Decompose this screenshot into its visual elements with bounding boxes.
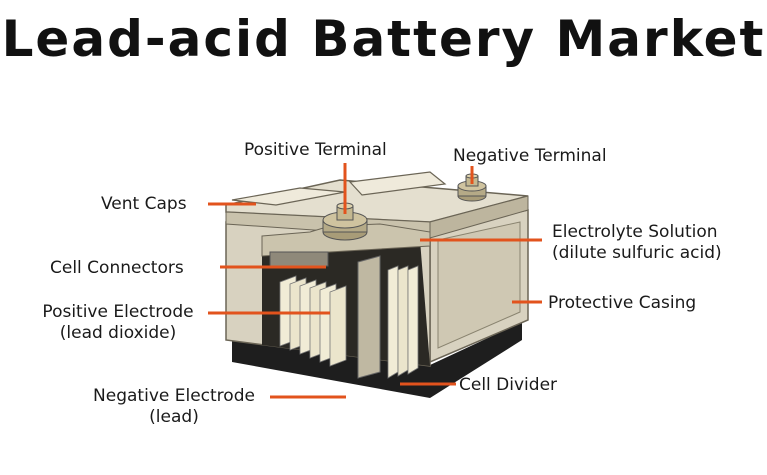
label-negative-terminal: Negative Terminal xyxy=(453,146,607,166)
label-vent-caps: Vent Caps xyxy=(101,194,187,214)
label-protective-casing: Protective Casing xyxy=(548,293,697,313)
label-electrolyte-solution: Electrolyte Solution (dilute sulfuric ac… xyxy=(552,222,722,264)
label-electrolyte-line2: (dilute sulfuric acid) xyxy=(552,243,722,263)
page-title: Lead-acid Battery Market xyxy=(1,10,766,68)
label-negative-electrode: Negative Electrode (lead) xyxy=(84,386,264,428)
label-positive-terminal: Positive Terminal xyxy=(244,140,387,160)
label-positive-electrode: Positive Electrode (lead dioxide) xyxy=(28,302,208,344)
electrode-plates-right xyxy=(387,265,419,379)
casing-right-panel xyxy=(437,221,521,349)
positive-terminal-post xyxy=(322,202,368,241)
cell-connector-bar xyxy=(269,251,329,267)
label-cell-connectors: Cell Connectors xyxy=(50,258,184,278)
leader-lines xyxy=(208,163,542,399)
label-negative-electrode-line1: Negative Electrode xyxy=(93,386,255,406)
label-cell-divider: Cell Divider xyxy=(459,375,558,395)
cell-divider-panel xyxy=(357,255,381,379)
vent-cap-right xyxy=(348,171,447,196)
label-negative-electrode-line2: (lead) xyxy=(149,407,199,427)
label-positive-electrode-line2: (lead dioxide) xyxy=(59,323,177,343)
label-positive-electrode-line1: Positive Electrode xyxy=(42,302,194,322)
electrode-plates-left xyxy=(279,275,347,367)
label-electrolyte-line1: Electrolyte Solution xyxy=(552,222,718,242)
